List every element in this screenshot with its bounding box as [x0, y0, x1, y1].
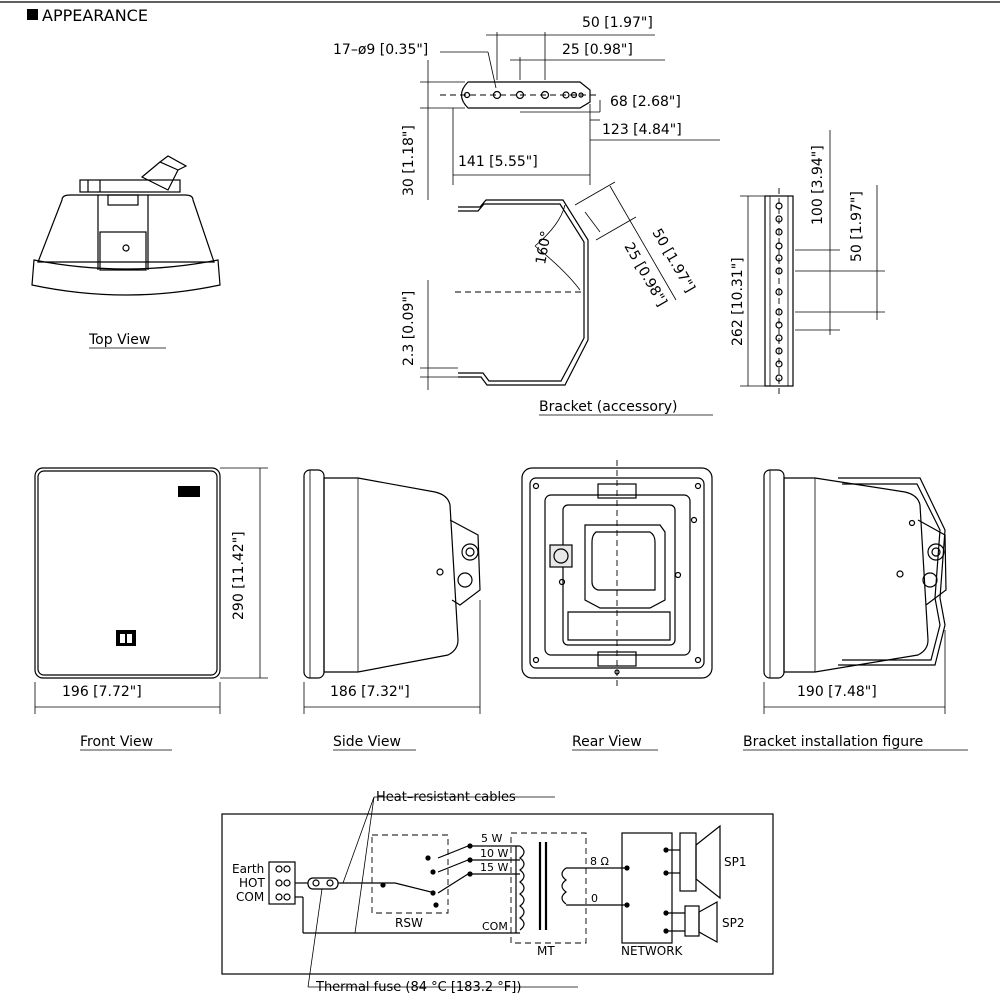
rear-view-label: Rear View [572, 734, 642, 750]
bracket-installation-label: Bracket installation figure [743, 734, 923, 750]
circuit-diagram [221, 796, 774, 988]
rear-view-drawing [521, 460, 713, 686]
rsw-label: RSW [395, 916, 423, 930]
mt-label: MT [537, 944, 555, 958]
page-title: APPEARANCE [42, 6, 148, 25]
dim-30: 30 [1.18"] [401, 125, 417, 196]
dim-100: 100 [3.94"] [810, 145, 826, 225]
bracket-label: Bracket (accessory) [539, 399, 678, 415]
dim-186: 186 [7.32"] [330, 684, 410, 700]
output-8-ohm: 8 Ω [590, 855, 609, 868]
top-view-drawing [31, 155, 221, 296]
bracket-installation-drawing [763, 469, 947, 714]
sp1-label: SP1 [724, 855, 747, 869]
front-view-drawing [34, 467, 268, 714]
dim-angle: 160° [533, 230, 555, 266]
terminal-hot: HOT [239, 876, 265, 890]
side-view-drawing [303, 469, 481, 714]
heat-cables-label: Heat–resistant cables [376, 790, 516, 805]
bracket-drawing [420, 32, 720, 390]
dim-290: 290 [11.42"] [231, 531, 247, 620]
dim-50-top: 50 [1.97"] [582, 15, 653, 31]
bracket-strip-drawing [740, 130, 885, 394]
dim-50-side: 50 [1.97"] [849, 191, 865, 262]
dim-25-top: 25 [0.98"] [562, 42, 633, 58]
dim-68: 68 [2.68"] [610, 94, 681, 110]
output-zero: 0 [591, 892, 598, 905]
dim-190: 190 [7.48"] [797, 684, 877, 700]
sp2-speaker-icon [684, 905, 700, 937]
tap-5w: 5 W [481, 832, 502, 845]
dim-123: 123 [4.84"] [602, 122, 682, 138]
dim-196: 196 [7.72"] [62, 684, 142, 700]
network-label: NETWORK [621, 944, 684, 958]
side-view-label: Side View [333, 734, 401, 750]
top-view-label: Top View [88, 332, 150, 348]
thermal-fuse-label: Thermal fuse (84 °C [183.2 °F]) [315, 980, 521, 995]
dim-hole: 17–ø9 [0.35"] [333, 42, 428, 58]
tap-10w: 10 W [480, 847, 508, 860]
dim-141: 141 [5.55"] [458, 154, 538, 170]
title-square-icon [27, 9, 38, 20]
dim-2-3: 2.3 [0.09"] [401, 291, 417, 366]
tap-com: COM [482, 920, 508, 933]
sp1-speaker-icon [679, 832, 697, 892]
tap-15w: 15 W [480, 861, 508, 874]
terminal-com: COM [236, 890, 264, 904]
front-view-label: Front View [80, 734, 153, 750]
terminal-earth: Earth [232, 862, 264, 876]
dim-262: 262 [10.31"] [730, 257, 746, 346]
sp2-label: SP2 [722, 916, 745, 930]
toa-logo-icon [116, 630, 136, 646]
